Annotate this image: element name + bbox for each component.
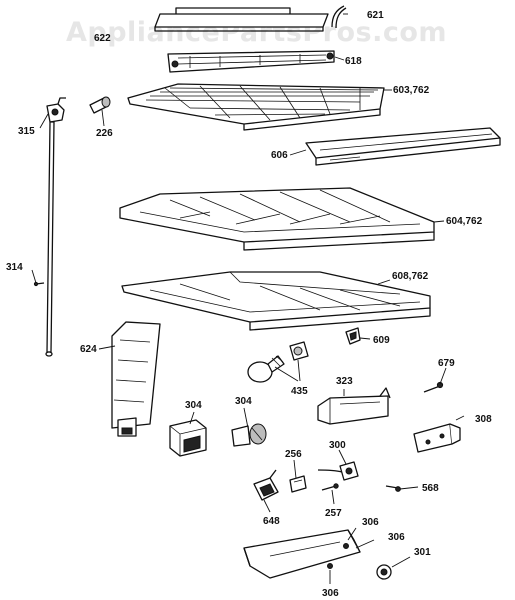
part-304-block[interactable]	[169, 419, 207, 457]
part-648-switch[interactable]	[253, 469, 279, 501]
label-308: 308	[475, 414, 492, 425]
label-618: 618	[345, 56, 362, 67]
part-608-crisper-pan[interactable]	[121, 271, 431, 331]
label-435: 435	[291, 386, 308, 397]
label-621: 621	[367, 10, 384, 21]
part-603-wire-shelf[interactable]	[127, 83, 385, 131]
part-308-bracket[interactable]	[413, 423, 461, 453]
part-435-bulb-a[interactable]	[247, 355, 285, 383]
label-306-b: 306	[388, 532, 405, 543]
label-315: 315	[18, 126, 35, 137]
part-568-screw[interactable]	[385, 485, 401, 492]
part-323-bracket[interactable]	[317, 387, 391, 425]
part-609-clip[interactable]	[345, 327, 361, 345]
part-256-connector[interactable]	[289, 475, 307, 493]
part-314-rod[interactable]	[45, 121, 55, 357]
label-304-b: 304	[235, 396, 252, 407]
label-226: 226	[96, 128, 113, 139]
label-323: 323	[336, 376, 353, 387]
label-257: 257	[325, 508, 342, 519]
label-609: 609	[373, 335, 390, 346]
part-300-sensor[interactable]	[317, 461, 359, 481]
part-226-bushing[interactable]	[89, 96, 111, 114]
label-304-a: 304	[185, 400, 202, 411]
label-608: 608,762	[392, 271, 429, 282]
label-679: 679	[438, 358, 455, 369]
part-618-rail[interactable]	[167, 50, 335, 73]
part-606-strip[interactable]	[305, 127, 501, 166]
label-606: 606	[271, 150, 288, 161]
label-624: 624	[80, 344, 97, 355]
part-622-top-cover[interactable]	[154, 7, 329, 32]
part-624-panel[interactable]	[111, 321, 161, 437]
label-256: 256	[285, 449, 302, 460]
part-304-knob[interactable]	[231, 423, 267, 447]
label-648: 648	[263, 516, 280, 527]
label-306-c: 306	[322, 588, 339, 599]
label-306-a: 306	[362, 517, 379, 528]
part-257-screw[interactable]	[321, 483, 339, 491]
leader-lines	[31, 13, 465, 584]
part-306-control-bracket[interactable]	[243, 529, 361, 579]
part-679-screw[interactable]	[423, 381, 444, 393]
label-300: 300	[329, 440, 346, 451]
part-604-shelf-frame[interactable]	[119, 187, 435, 251]
part-435-bulb-b[interactable]	[289, 341, 309, 361]
part-621-wire[interactable]	[331, 5, 347, 29]
label-604: 604,762	[446, 216, 483, 227]
label-622: 622	[94, 33, 111, 44]
part-301-knob[interactable]	[376, 564, 392, 580]
label-603: 603,762	[393, 85, 430, 96]
part-315-hinge-top[interactable]	[46, 97, 66, 123]
label-568: 568	[422, 483, 439, 494]
label-301: 301	[414, 547, 431, 558]
label-314: 314	[6, 262, 23, 273]
